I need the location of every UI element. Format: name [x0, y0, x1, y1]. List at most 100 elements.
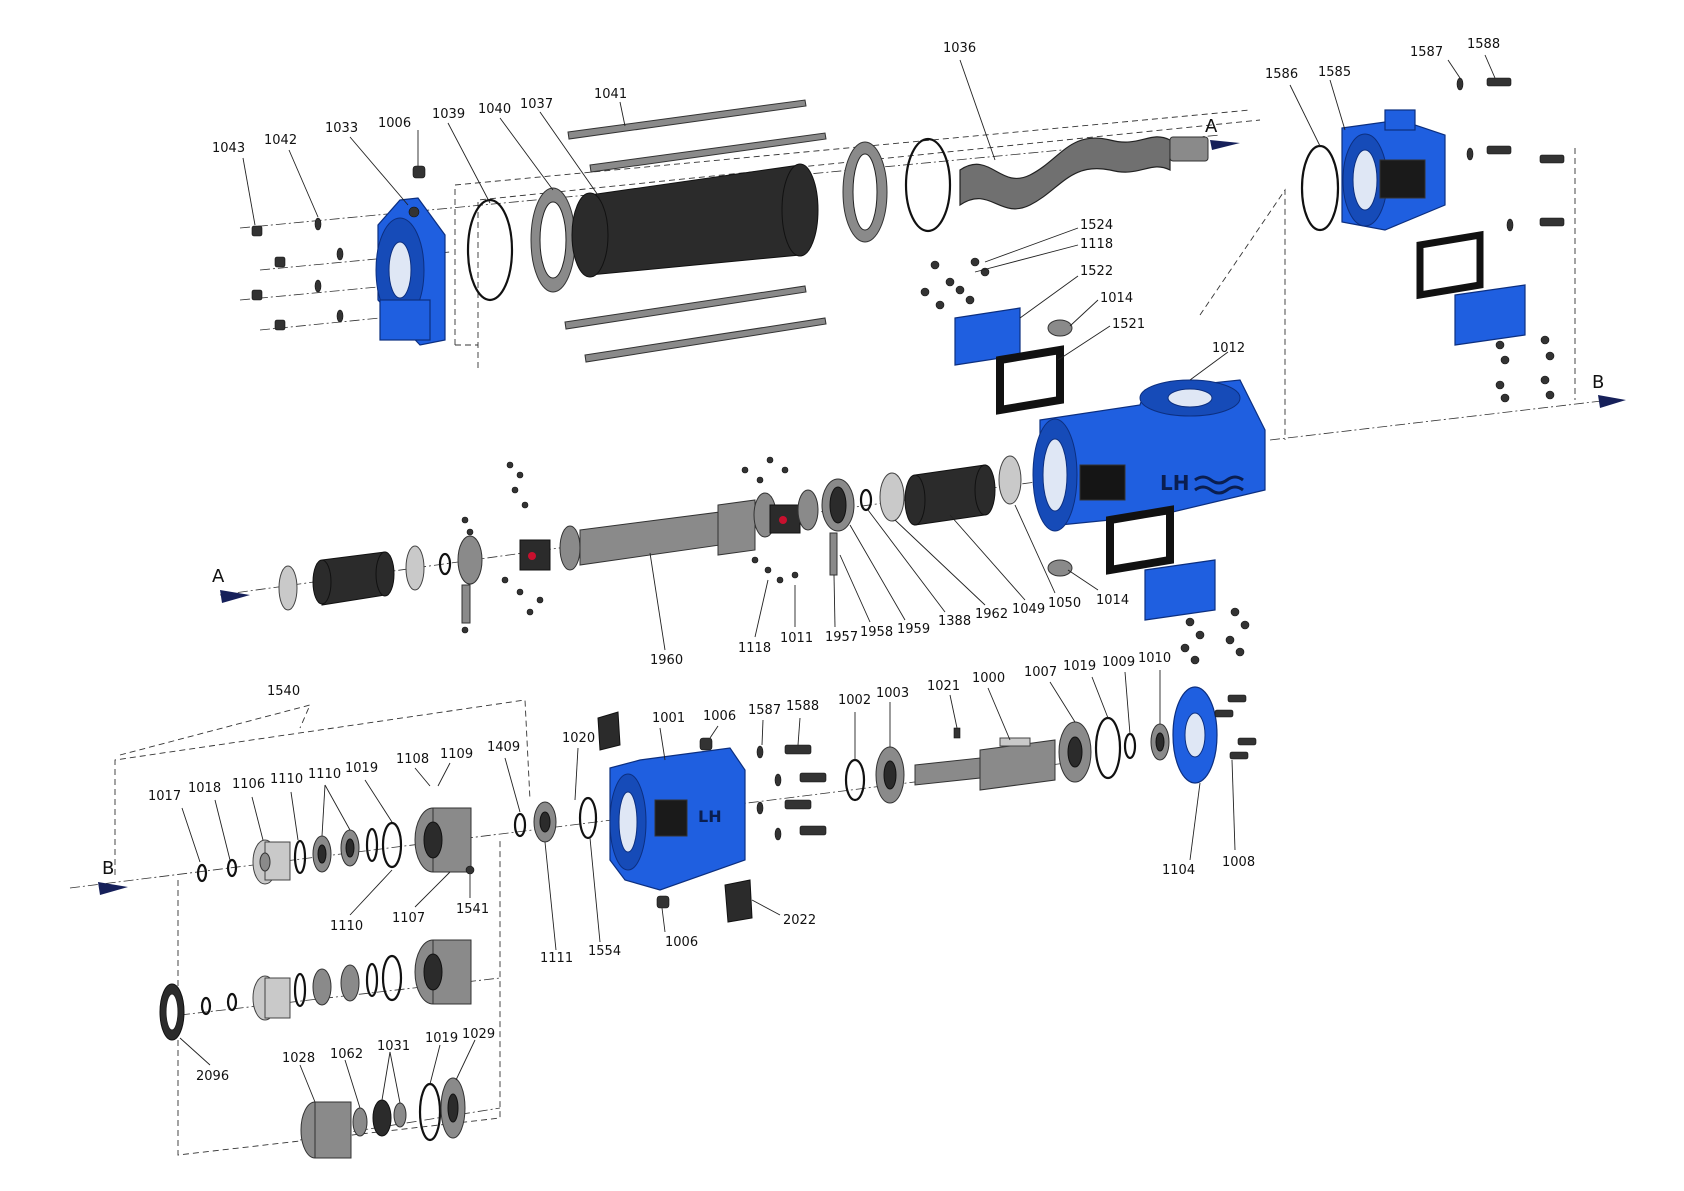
seat-1029 [440, 1077, 466, 1139]
label-1031: 1031 [377, 1039, 410, 1054]
label-1118-top: 1118 [1080, 237, 1113, 252]
label-1587-top: 1587 [1410, 45, 1443, 60]
bearing-1003 [875, 746, 905, 804]
ring-1110-c [365, 827, 379, 863]
label-1524: 1524 [1080, 218, 1113, 233]
label-1388: 1388 [938, 614, 971, 629]
part-labels: 1043 1042 1033 1006 1039 1040 1037 1041 … [148, 37, 1500, 1084]
joint-right [753, 489, 819, 538]
bushing-1388 [821, 478, 855, 532]
gasket-right-top [1416, 230, 1484, 300]
label-1962: 1962 [975, 607, 1008, 622]
oring-1039 [466, 198, 514, 302]
label-1959: 1959 [897, 622, 930, 637]
sleeve-1050 [904, 464, 996, 526]
ring-1031b [393, 1102, 407, 1128]
label-1960: 1960 [650, 653, 683, 668]
label-1028: 1028 [282, 1051, 315, 1066]
pin-1957 [829, 532, 838, 576]
ring-low-c [293, 972, 307, 1008]
label-1021: 1021 [927, 679, 960, 694]
pin-screws-right [741, 456, 799, 584]
joint-left [457, 525, 581, 624]
ring-low-d [365, 962, 379, 998]
cover-right-top [1454, 284, 1526, 346]
arrow-label-b-left: B [102, 858, 114, 879]
seal-1040 [530, 187, 576, 293]
sleeve-low [252, 975, 291, 1021]
label-1043: 1043 [212, 141, 245, 156]
gasket-bottom [1106, 505, 1174, 575]
label-1588-top: 1588 [1467, 37, 1500, 52]
ring-low-b [226, 992, 238, 1012]
arrow-a-top [1210, 140, 1240, 150]
label-1019-b: 1019 [1063, 659, 1096, 674]
cartridge-low [414, 939, 472, 1005]
plug-1014-bottom [1047, 559, 1073, 577]
washers-1042 [314, 217, 344, 323]
label-1108: 1108 [396, 752, 429, 767]
ring-1062 [352, 1107, 368, 1137]
label-1012: 1012 [1212, 341, 1245, 356]
nuts-1043 [251, 225, 286, 331]
label-1003: 1003 [876, 686, 909, 701]
lug-2022-top [597, 711, 621, 751]
label-1039: 1039 [432, 107, 465, 122]
ring-1002 [844, 758, 866, 802]
lug-2022-bottom [724, 879, 753, 923]
label-1011: 1011 [780, 631, 813, 646]
sleeve-1028 [300, 1101, 352, 1159]
label-1040: 1040 [478, 102, 511, 117]
oring-1019 [381, 821, 403, 869]
label-1001: 1001 [652, 711, 685, 726]
ring-low-a [200, 996, 212, 1016]
label-1540: 1540 [267, 684, 300, 699]
nut-1010 [1150, 723, 1170, 761]
label-1109: 1109 [440, 747, 473, 762]
label-1037: 1037 [520, 97, 553, 112]
oring-1586 [1300, 144, 1340, 232]
ring-1017 [196, 863, 208, 883]
label-1006-mid: 1006 [703, 709, 736, 724]
label-1110-c: 1110 [330, 919, 363, 934]
seal-2096 [159, 983, 185, 1041]
label-1586: 1586 [1265, 67, 1298, 82]
label-1033: 1033 [325, 121, 358, 136]
housing-1001: LH [609, 747, 746, 891]
pin-screws-left [461, 461, 544, 634]
label-1541: 1541 [456, 902, 489, 917]
label-1521: 1521 [1112, 317, 1145, 332]
label-1041: 1041 [594, 87, 627, 102]
rotor-1036 [959, 136, 1209, 210]
seal-1111 [533, 801, 557, 843]
bolts-1588-bottom [756, 744, 827, 841]
label-1585: 1585 [1318, 65, 1351, 80]
label-1042: 1042 [264, 133, 297, 148]
arrow-b-left [98, 882, 128, 895]
label-1010: 1010 [1138, 651, 1171, 666]
nut-1006-top [412, 165, 426, 179]
cartridge-1107 [414, 807, 475, 875]
label-1958: 1958 [860, 625, 893, 640]
screws-bottom-cover [1180, 607, 1250, 665]
shaft-1000 [914, 737, 1056, 791]
housing-1585 [1341, 109, 1446, 231]
label-1049: 1049 [1012, 602, 1045, 617]
oring-top [904, 137, 952, 233]
shaft-1960 [579, 499, 756, 566]
stator-1037 [571, 163, 819, 278]
label-1409: 1409 [487, 740, 520, 755]
label-1007: 1007 [1024, 665, 1057, 680]
label-1019-a: 1019 [345, 761, 378, 776]
nut-1006-mid [699, 737, 713, 751]
arrow-b-right [1598, 395, 1626, 408]
bearings-1110 [312, 829, 360, 873]
label-1006-top: 1006 [378, 116, 411, 131]
leader-lines [119, 54, 1496, 1109]
ring-left-b [405, 545, 425, 591]
label-1008: 1008 [1222, 855, 1255, 870]
screws-1008 [1214, 694, 1257, 760]
bracket-1033 [375, 197, 446, 346]
arrow-label-b-right: B [1592, 372, 1604, 393]
label-2022: 2022 [783, 913, 816, 928]
